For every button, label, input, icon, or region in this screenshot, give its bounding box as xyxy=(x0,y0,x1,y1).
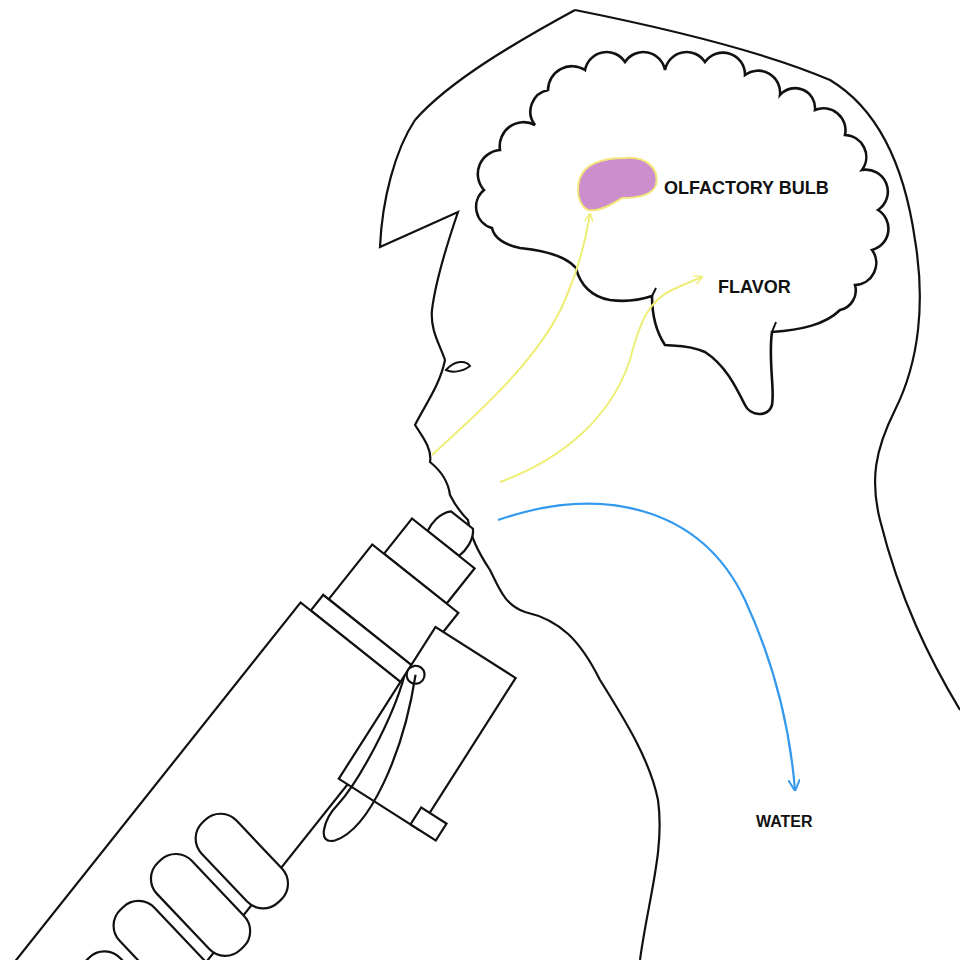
flavor-arrow xyxy=(500,277,702,482)
brain-outline xyxy=(476,52,888,414)
part-label: FLAVOR xyxy=(718,278,791,296)
olfactory-bulb xyxy=(578,158,657,211)
part-label: WATER xyxy=(756,814,813,830)
water-arrow xyxy=(498,504,795,790)
head-outline xyxy=(380,10,660,960)
bottle xyxy=(0,473,602,960)
head-outline-back xyxy=(575,10,960,710)
eye xyxy=(446,362,470,372)
part-label: OLFACTORY BULB xyxy=(664,179,829,197)
smell-arrow xyxy=(432,214,590,455)
hand xyxy=(58,794,306,960)
